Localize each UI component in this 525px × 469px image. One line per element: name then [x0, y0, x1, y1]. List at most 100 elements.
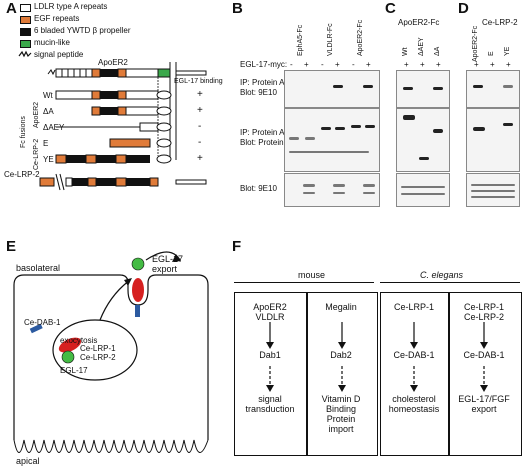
receptor-label: ApoER2 VLDLR — [253, 302, 287, 322]
wt-bar — [55, 90, 172, 100]
exocytosis-label: exocytosis — [60, 336, 98, 345]
green-box-icon — [20, 40, 31, 48]
row-label: ΔAEY — [43, 123, 65, 132]
e-bar — [109, 138, 172, 148]
binding-result: - — [198, 137, 202, 148]
lane-sign: + — [404, 60, 409, 69]
lane-sign: + — [474, 60, 479, 69]
lane-sign: + — [304, 60, 309, 69]
cedab1-label: Ce-DAB-1 — [24, 318, 61, 327]
binding-result: + — [197, 153, 203, 164]
col-label: YE — [504, 46, 511, 56]
egl17-label: EGL-17 — [60, 366, 88, 375]
blot-image — [466, 70, 520, 108]
cell-diagram — [13, 251, 209, 453]
blot-label: IP: Protein A Blot: 9E10 — [240, 78, 285, 97]
apoer2-bar — [47, 68, 207, 78]
receptor-label: Megalin — [325, 302, 357, 312]
legend-label-mucin: mucin-like — [34, 38, 71, 47]
delta-aey-bar — [56, 122, 172, 132]
col-label: Wt — [402, 47, 409, 56]
pathway-arrows — [266, 322, 488, 392]
celrp2-name: Ce-LRP-2 — [4, 170, 40, 179]
blot-image — [284, 173, 380, 207]
ye-bar — [55, 154, 172, 164]
col-label: ΔAEY — [418, 37, 425, 56]
blot-image — [284, 70, 380, 108]
celegans-label: C. elegans — [420, 270, 464, 280]
domain-diagram — [39, 62, 207, 191]
pathway-box — [380, 292, 450, 456]
col-apoer2: ApoER2-Fc — [357, 19, 364, 56]
adaptor-label: Ce-DAB-1 — [393, 350, 435, 360]
adaptor-label: Ce-DAB-1 — [463, 350, 505, 360]
black-box-icon — [20, 28, 31, 36]
blot-image — [466, 173, 520, 207]
panel-b-label: B — [232, 0, 243, 17]
outcome-label: Vitamin D Binding Protein import — [321, 394, 361, 434]
pathway-box — [448, 292, 522, 456]
apoer2-group-label: ApoER2 — [33, 101, 40, 128]
panel-d-label: D — [458, 0, 469, 17]
lane-sign: - — [352, 60, 355, 69]
lane-sign: + — [490, 60, 495, 69]
celrp-label: Ce-LRP-1 Ce-LRP-2 — [80, 344, 116, 362]
apoer2-name: ApoER2 — [98, 58, 128, 67]
col-label: ΔA — [434, 46, 441, 56]
adaptor-label: Dab1 — [259, 350, 281, 360]
white-box-icon — [20, 4, 31, 12]
legend-label-egf: EGF repeats — [34, 14, 80, 23]
binding-result: + — [197, 105, 203, 116]
egl17-binding-header: EGL-17 binding — [174, 78, 223, 85]
lane-sign: + — [436, 60, 441, 69]
signal-peptide-icon — [18, 50, 32, 58]
pathway-box — [234, 292, 308, 456]
outcome-label: signal transduction — [245, 394, 295, 414]
row-label: ΔA — [43, 107, 54, 116]
legend-label-propeller: 6 bladed YWTD β propeller — [34, 26, 131, 35]
blot-image — [396, 70, 450, 108]
receptor-label: Ce-LRP-1 Ce-LRP-2 — [463, 302, 504, 322]
binding-result: + — [197, 89, 203, 100]
outcome-label: cholesterol homeostasis — [388, 394, 440, 414]
orange-box-icon — [20, 16, 31, 24]
blot-label: Blot: 9E10 — [240, 184, 277, 193]
panel-c-label: C — [385, 0, 396, 17]
blot-image — [284, 108, 380, 172]
panel-a-label: A — [6, 0, 17, 17]
row-label: Wt — [43, 91, 53, 100]
fc-fusions-label: Fc fusions — [20, 116, 27, 148]
blot-image — [396, 108, 450, 172]
mouse-label: mouse — [298, 270, 326, 280]
panel-c-title: ApoER2-Fc — [398, 18, 440, 27]
lane-sign: + — [366, 60, 371, 69]
legend-label-signal: signal peptide — [34, 50, 84, 59]
blot-image — [396, 173, 450, 207]
col-label: ApoER2-Fc — [472, 25, 479, 62]
apical-label: apical — [16, 456, 40, 466]
panel-f-label: F — [232, 238, 242, 255]
basolateral-label: basolateral — [16, 263, 61, 273]
delta-a-bar — [91, 106, 172, 116]
col-epha5: EphA5-Fc — [297, 24, 304, 56]
lane-sign: - — [290, 60, 293, 69]
egl17-export-label: EGL-17 export — [152, 254, 184, 274]
lane-sign: + — [335, 60, 340, 69]
col-vldlr: VLDLR-Fc — [327, 23, 334, 56]
row-label: YE — [43, 155, 54, 164]
receptor-label: Ce-LRP-1 — [393, 302, 434, 312]
panel-e-label: E — [6, 238, 17, 255]
egl17-myc-label: EGL-17-myc: — [240, 60, 288, 69]
lane-sign: + — [420, 60, 425, 69]
pathway-box — [306, 292, 378, 456]
col-label: E — [488, 51, 495, 56]
blot-image — [466, 108, 520, 172]
row-label: E — [43, 139, 49, 148]
celrp2-group-label: Ce-LRP-2 — [33, 138, 40, 170]
binding-result: - — [198, 121, 202, 132]
lane-sign: - — [321, 60, 324, 69]
legend-label-ldlr: LDLR type A repeats — [34, 2, 108, 11]
celrp2-bar — [39, 173, 207, 191]
outcome-label: EGL-17/FGF export — [458, 394, 510, 414]
lane-sign: + — [506, 60, 511, 69]
